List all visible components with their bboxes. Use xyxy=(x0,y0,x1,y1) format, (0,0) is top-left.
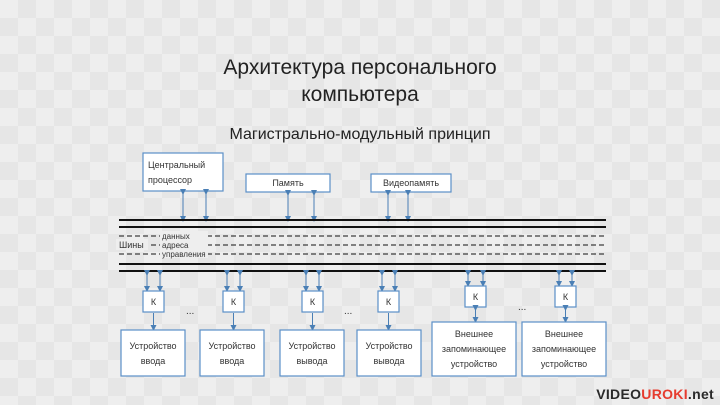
controller-2-label: К xyxy=(231,297,237,307)
video-memory-module: Видеопамять xyxy=(370,173,452,193)
output-device-2: Устройство вывода xyxy=(356,329,422,377)
output-device-2-line1: Устройство xyxy=(365,341,412,351)
devices: Устройство ввода Устройство ввода Устрой… xyxy=(120,321,607,377)
memory-module: Память xyxy=(245,173,331,193)
input-device-1-line2: ввода xyxy=(141,356,166,366)
controller-1-label: К xyxy=(151,297,157,307)
bus-data-label: данных xyxy=(162,232,190,241)
ext-storage-1-line2: запоминающее xyxy=(442,344,506,354)
input-device-1-line1: Устройство xyxy=(129,341,176,351)
slide-subtitle: Магистрально-модульный принцип xyxy=(229,126,491,143)
input-device-2-line2: ввода xyxy=(220,356,245,366)
controller-3-label: К xyxy=(310,297,316,307)
ellipsis-2: ... xyxy=(344,306,352,317)
input-device-2: Устройство ввода xyxy=(199,329,265,377)
bottom-connectors xyxy=(144,270,575,292)
controller-4 xyxy=(377,290,400,313)
controller-6-label: К xyxy=(563,292,569,302)
output-device-1-line2: вывода xyxy=(297,356,328,366)
ext-storage-1-line3: устройство xyxy=(451,359,497,369)
system-bus: Шины данных адреса управления xyxy=(116,219,606,272)
cpu-label-2: процессор xyxy=(148,175,192,185)
videouroki-logo: VIDEOUROKI.net xyxy=(596,386,714,402)
controller-2 xyxy=(222,290,245,313)
device-connectors xyxy=(150,305,569,331)
output-device-1-line1: Устройство xyxy=(288,341,335,351)
slide-title: Архитектура персонального компьютера xyxy=(0,54,720,108)
ext-storage-2-line1: Внешнее xyxy=(545,329,583,339)
logo-part-3: .net xyxy=(687,386,714,402)
controller-3 xyxy=(301,290,324,313)
controllers: К К К К К К ... ... ... xyxy=(142,285,577,317)
external-storage-2: Внешнее запоминающее устройство xyxy=(521,321,607,377)
bus-label: Шины xyxy=(119,240,144,250)
controller-5-label: К xyxy=(473,292,479,302)
input-device-1: Устройство ввода xyxy=(120,329,186,377)
ext-storage-1-line1: Внешнее xyxy=(455,329,493,339)
bus-address-label: адреса xyxy=(162,241,189,250)
output-device-1: Устройство вывода xyxy=(279,329,345,377)
ext-storage-2-line3: устройство xyxy=(541,359,587,369)
ext-storage-2-line2: запоминающее xyxy=(532,344,596,354)
logo-part-2: UROKI xyxy=(641,386,688,402)
ellipsis-3: ... xyxy=(518,302,526,313)
cpu-label-1: Центральный xyxy=(148,160,205,170)
input-device-2-line1: Устройство xyxy=(208,341,255,351)
controller-1 xyxy=(142,290,165,313)
video-memory-label: Видеопамять xyxy=(383,178,439,188)
title-line-1: Архитектура персонального xyxy=(223,56,497,79)
output-device-2-line2: вывода xyxy=(374,356,405,366)
bus-control-label: управления xyxy=(162,250,206,259)
memory-label: Память xyxy=(272,178,304,188)
title-line-2: компьютера xyxy=(301,83,419,106)
external-storage-1: Внешнее запоминающее устройство xyxy=(431,321,517,377)
logo-part-1: VIDEO xyxy=(596,386,642,402)
cpu-module: Центральный процессор xyxy=(142,152,224,192)
ellipsis-1: ... xyxy=(186,306,194,317)
controller-4-label: К xyxy=(386,297,392,307)
top-connectors xyxy=(180,189,411,222)
